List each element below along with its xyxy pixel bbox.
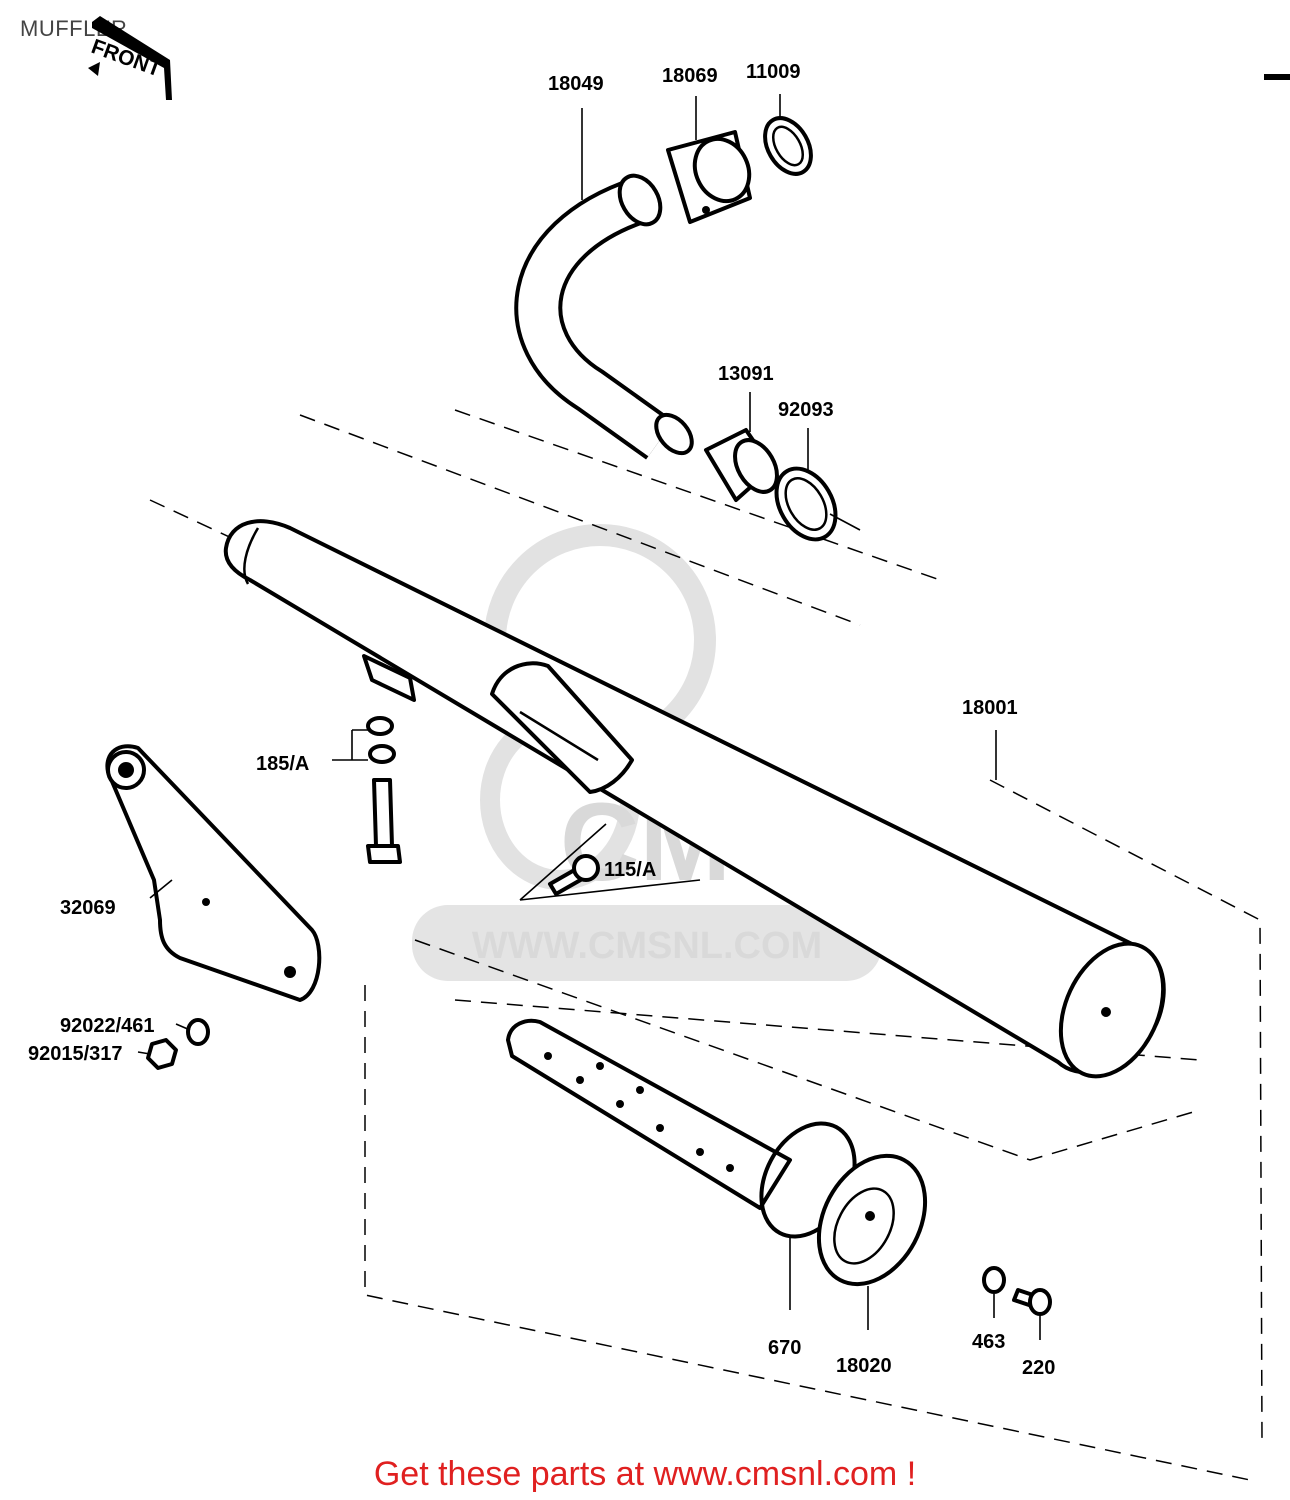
baffle-hole-1	[544, 1052, 552, 1060]
guide-line-upper	[454, 409, 941, 581]
part-18020-end-cap[interactable]	[798, 1137, 947, 1302]
part-115a-screw[interactable]	[548, 854, 600, 896]
part-92015-nut[interactable]	[146, 1038, 178, 1070]
bolt-washer-top	[366, 716, 394, 736]
flange-bolt-hole	[702, 206, 710, 214]
label-92022: 92022/461	[60, 1015, 155, 1037]
baffle-hole-5	[696, 1148, 704, 1156]
inner-baffle-tube	[506, 1018, 792, 1210]
part-number-labels: 18049 18069 11009 13091 92093 18001 185/…	[28, 61, 1055, 1379]
leader-32069	[149, 879, 173, 899]
baffle-hole-6	[726, 1164, 734, 1172]
part-32069-bracket[interactable]	[105, 744, 322, 1002]
part-92093-ring[interactable]	[764, 458, 847, 550]
bracket-lower-hole	[284, 966, 296, 978]
watermark-url-band	[412, 905, 882, 981]
guide-line-right	[989, 779, 1263, 1441]
screw-head	[572, 854, 600, 882]
baffle-hole-8	[636, 1086, 644, 1094]
part-185a-bolt-set[interactable]	[366, 716, 402, 864]
part-18001-muffler[interactable]	[223, 519, 1184, 1093]
label-18049: 18049	[548, 73, 604, 95]
baffle-hole-4	[656, 1124, 664, 1132]
muffler-outlet	[1058, 941, 1166, 1079]
label-11009: 11009	[746, 61, 801, 83]
label-13091: 13091	[718, 363, 774, 385]
bracket-eye-hole	[118, 762, 134, 778]
baffle-hole-7	[596, 1062, 604, 1070]
bolt-head	[366, 844, 402, 864]
part-13091-collar[interactable]	[704, 428, 786, 502]
guide-line-bottom	[364, 985, 1251, 1481]
baffle-tube-body	[506, 1018, 792, 1210]
end-cap-inner	[833, 1187, 895, 1265]
exhaust-pipe-fill	[518, 181, 672, 457]
heat-guard-slot	[519, 710, 599, 762]
end-cap-center	[865, 1211, 875, 1221]
guide-line-lower	[454, 999, 1201, 1061]
label-670: 670	[768, 1337, 801, 1359]
flange-bore	[692, 136, 752, 204]
nut-92015	[146, 1038, 178, 1070]
label-18001: 18001	[962, 697, 1018, 719]
front-arrow-icon	[92, 16, 172, 100]
muffler-inlet-collar	[243, 527, 260, 585]
bolt-shank	[372, 778, 394, 848]
washer-463	[982, 1266, 1006, 1294]
washer-92022	[186, 1018, 210, 1046]
bolt-washer-bottom	[368, 744, 396, 764]
part-220-bolt[interactable]	[1012, 1288, 1052, 1316]
leader-92015	[137, 1051, 151, 1055]
part-18049-exhaust-pipe[interactable]	[514, 168, 699, 460]
label-18020: 18020	[836, 1355, 892, 1377]
page-edge-mark	[1264, 74, 1290, 80]
exhaust-pipe-inlet	[617, 173, 663, 227]
part-18069-flange[interactable]	[666, 130, 759, 224]
label-115a: 115/A	[604, 859, 656, 881]
part-463-washer[interactable]	[982, 1266, 1006, 1294]
muffler-outlet-bolt	[1101, 1007, 1111, 1017]
gasket-inner	[771, 125, 805, 167]
leader-115a	[519, 823, 701, 901]
watermark-url: WWW.CMSNL.COM	[472, 925, 822, 967]
footer-parts-link[interactable]: Get these parts at www.cmsnl.com !	[373, 1455, 917, 1493]
baffle-hole-2	[576, 1076, 584, 1084]
leader-92022	[175, 1023, 191, 1031]
guide-line-box	[414, 939, 1201, 1161]
label-32069: 32069	[60, 897, 116, 919]
pipe-axis-line	[829, 513, 861, 531]
gasket-ring	[763, 116, 813, 176]
label-185a: 185/A	[256, 753, 309, 775]
muffler-mount-tab	[362, 654, 416, 702]
part-92022-washer[interactable]	[186, 1018, 210, 1046]
ring-outer	[774, 466, 838, 542]
part-leader-lines	[149, 94, 1041, 1340]
part-11009-gasket[interactable]	[756, 110, 821, 182]
exhaust-pipe-outlet	[654, 412, 694, 456]
bracket-mid-hole	[202, 898, 210, 906]
ring-inner	[784, 477, 828, 531]
label-92015: 92015/317	[28, 1043, 123, 1065]
label-18069: 18069	[662, 65, 718, 87]
bracket-plate	[105, 744, 322, 1002]
label-220: 220	[1022, 1357, 1055, 1379]
label-92093: 92093	[778, 399, 834, 421]
collar-end	[733, 438, 779, 494]
baffle-hole-3	[616, 1100, 624, 1108]
leader-185a-bracket	[332, 729, 368, 761]
guide-line-mid	[299, 414, 861, 626]
label-463: 463	[972, 1331, 1005, 1353]
front-arrow-tip	[88, 62, 100, 76]
front-indicator: FRONT	[88, 16, 172, 100]
bolt-220-head	[1028, 1288, 1052, 1316]
